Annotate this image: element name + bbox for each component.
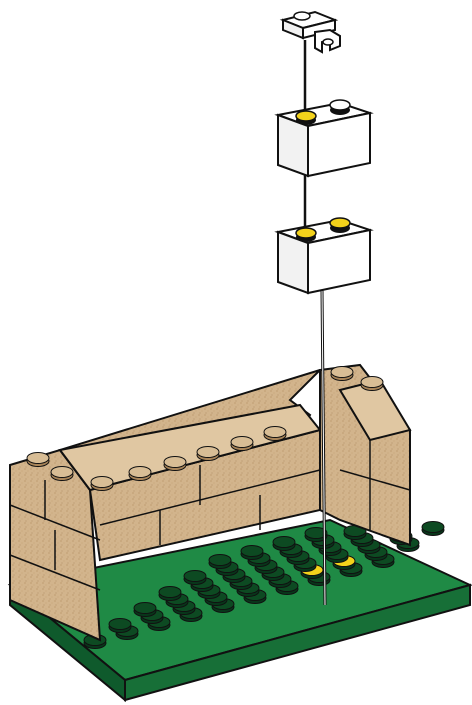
stud-yellow: [296, 111, 316, 125]
baseplate-stud: [159, 587, 181, 601]
wall-stud: [164, 457, 186, 471]
baseplate-stud: [184, 571, 206, 585]
white-brick-lower: [278, 218, 370, 293]
wall-stud: [51, 467, 73, 481]
clip-plate: [283, 12, 340, 52]
wall-stud: [361, 377, 383, 391]
wall-stud: [91, 477, 113, 491]
stud-yellow: [330, 218, 350, 233]
baseplate-stud: [109, 619, 131, 633]
wall-stud: [331, 367, 353, 381]
stud-yellow: [296, 228, 316, 242]
wall-stud: [231, 437, 253, 451]
baseplate-stud: [209, 555, 231, 569]
stud-white: [330, 100, 350, 115]
baseplate-stud: [422, 522, 444, 536]
white-brick-upper: [278, 100, 370, 176]
baseplate-stud: [134, 603, 156, 617]
baseplate-stud: [241, 546, 263, 560]
wall-stud: [264, 427, 286, 441]
wall-stud: [197, 447, 219, 461]
wall-stud: [27, 453, 49, 467]
wall-stud: [129, 467, 151, 481]
baseplate-stud: [273, 537, 295, 551]
